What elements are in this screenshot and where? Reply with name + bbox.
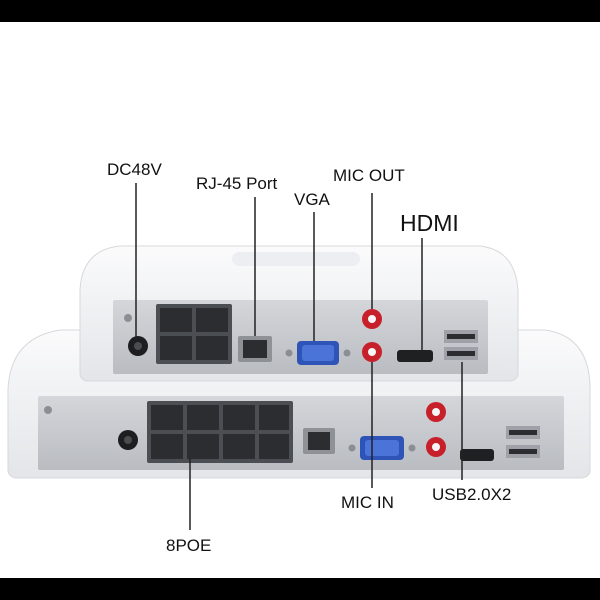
ground-screw-icon (44, 406, 52, 414)
top-black-bar (0, 0, 600, 22)
vga-label: VGA (294, 190, 330, 209)
hdmi-label: HDMI (400, 210, 459, 236)
usb-label: USB2.0X2 (432, 485, 512, 504)
rj45-port-label: RJ-45 Port (196, 174, 278, 193)
poe-port-block (147, 401, 293, 463)
rj45-port-icon (223, 434, 255, 459)
ground-screw-icon (124, 314, 132, 322)
hdmi-port-icon (397, 350, 433, 362)
rj45-port-icon (160, 308, 192, 332)
rj45-port-icon (196, 336, 228, 360)
bottom-black-bar (0, 578, 600, 600)
small-nvr-unit (79, 245, 519, 382)
callout-lines (135, 183, 463, 530)
rj45-port-icon (187, 405, 219, 430)
rj45-port-icon (151, 405, 183, 430)
poe-port-block (156, 304, 232, 364)
rj45-port-icon (151, 434, 183, 459)
rj45-port-icon (196, 308, 228, 332)
hdmi-port-icon (460, 449, 494, 461)
rj45-port-icon (223, 405, 255, 430)
poe-label: 8POE (166, 536, 212, 555)
mic-out-label: MIC OUT (333, 166, 405, 185)
dc48v-label: DC48V (107, 160, 162, 179)
rj45-port-icon (259, 434, 289, 459)
rj45-port-icon (187, 434, 219, 459)
rj45-port-icon (160, 336, 192, 360)
mic-in-label: MIC IN (341, 493, 394, 512)
rj45-port-icon (259, 405, 289, 430)
